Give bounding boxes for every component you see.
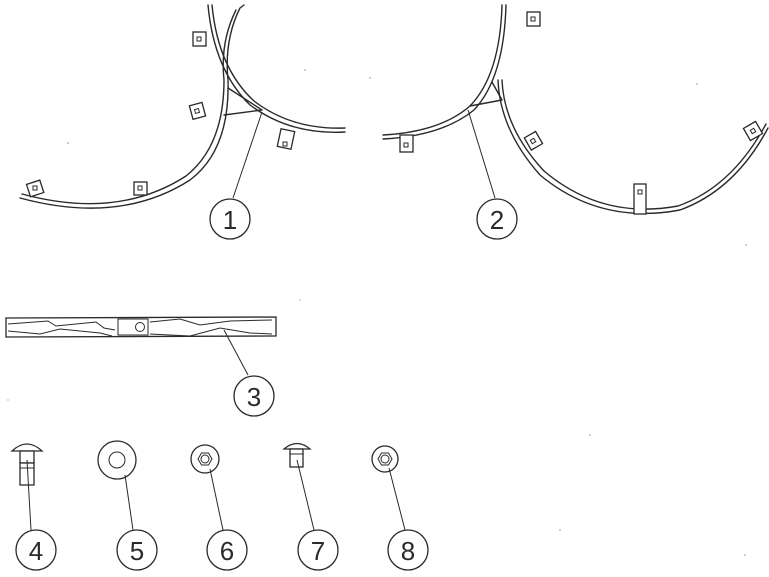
callout-8-label: 8: [401, 536, 415, 566]
callout-7-label: 7: [311, 536, 325, 566]
callout-5-label: 5: [130, 536, 144, 566]
callout-3-label: 3: [247, 382, 261, 412]
part-4-carriage-bolt: [10, 443, 44, 531]
part-3-blade: [5, 316, 277, 376]
callout-7: 7: [297, 529, 339, 571]
callout-1-label: 1: [223, 205, 237, 235]
part-1-baffle-left: [19, 4, 346, 209]
part-6-flange-nut: [190, 444, 224, 531]
part-2-baffle-right: [382, 4, 769, 215]
callout-2-label: 2: [490, 205, 504, 235]
callout-1: 1: [209, 198, 251, 240]
tab-1e: [276, 127, 296, 151]
part-5-washer: [97, 440, 137, 531]
callout-6: 6: [206, 529, 248, 571]
tab-1b: [188, 101, 207, 121]
tab-1d: [133, 181, 148, 196]
part-8-nut: [371, 445, 406, 531]
callout-5: 5: [116, 529, 158, 571]
tab-2d: [633, 183, 647, 215]
callout-4: 4: [15, 529, 57, 571]
tab-2c: [523, 130, 544, 151]
callout-4-label: 4: [29, 536, 43, 566]
scan-specks: [7, 69, 747, 556]
callout-3: 3: [233, 375, 275, 417]
callout-8: 8: [387, 529, 429, 571]
tab-2a: [526, 11, 541, 27]
tab-2b: [399, 134, 414, 153]
callout-2: 2: [476, 198, 518, 240]
part-7-carriage-bolt-short: [282, 442, 315, 531]
tab-1a: [192, 31, 207, 47]
tab-2e: [742, 120, 764, 142]
tab-1c: [25, 179, 45, 198]
callout-6-label: 6: [220, 536, 234, 566]
